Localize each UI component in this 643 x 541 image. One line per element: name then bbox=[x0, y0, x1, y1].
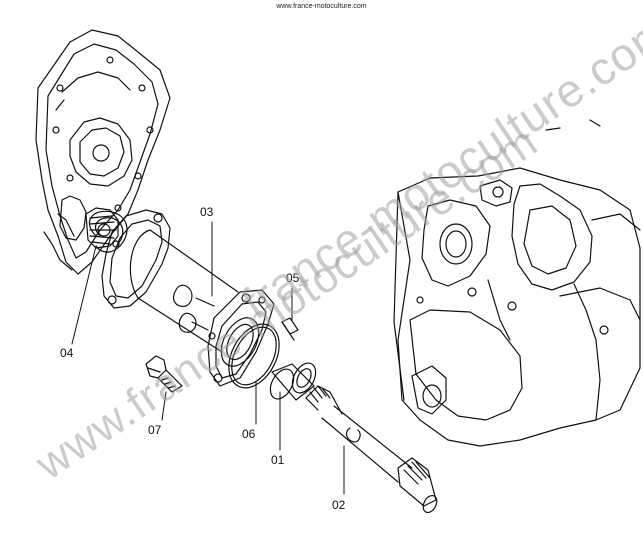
label-07: 07 bbox=[148, 423, 162, 437]
source-url: www.france-motoculture.com bbox=[276, 3, 367, 10]
part-labels: 03 04 05 07 06 01 02 bbox=[60, 205, 346, 512]
label-02: 02 bbox=[332, 498, 346, 512]
o-ring bbox=[228, 323, 280, 389]
label-05: 05 bbox=[286, 271, 300, 285]
splined-shaft bbox=[305, 385, 438, 514]
label-04: 04 bbox=[60, 346, 74, 360]
left-housing bbox=[35, 29, 171, 275]
transmission-case bbox=[393, 119, 641, 447]
label-03: 03 bbox=[200, 205, 214, 219]
bolt bbox=[145, 355, 183, 393]
label-06: 06 bbox=[242, 427, 256, 441]
flange-tube bbox=[101, 209, 275, 387]
dowel-pin bbox=[281, 317, 299, 341]
needle-bearing bbox=[269, 362, 317, 401]
label-01: 01 bbox=[271, 453, 285, 467]
leader-lines bbox=[71, 221, 345, 495]
